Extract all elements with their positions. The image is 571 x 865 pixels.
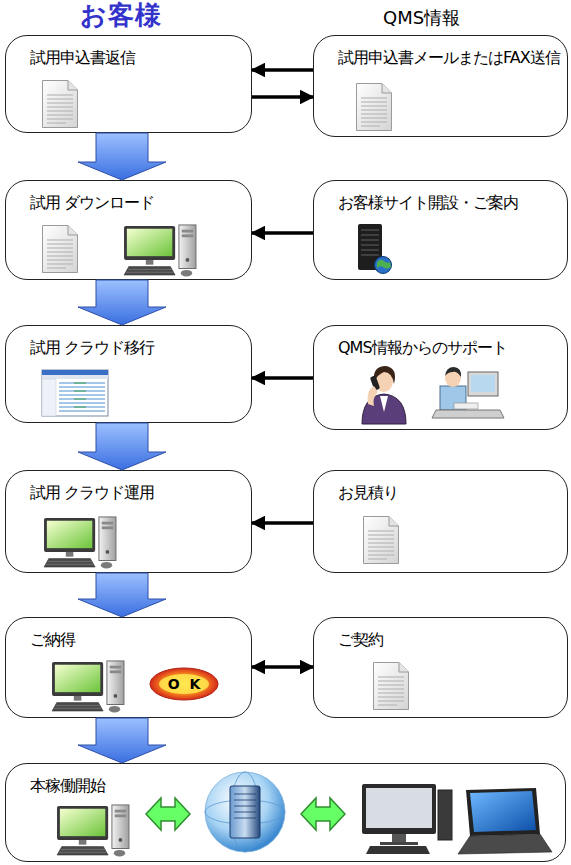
step-arrow [78,573,166,617]
process-box: お客様サイト開設・ご案内 [313,180,568,280]
process-box: 試用 クラウド移行 [5,325,252,423]
box-label: ご契約 [314,618,567,650]
step-arrow [78,718,166,763]
box-label: お客様サイト開設・ご案内 [314,181,567,213]
box-label: ご納得 [6,618,251,650]
box-label: 試用 クラウド移行 [6,326,251,358]
process-box: 試用 クラウド運用 [5,470,252,573]
process-box: ご契約 [313,617,568,718]
flow-arrow [252,521,313,525]
flow-arrow [252,231,313,235]
process-box: 試用 ダウンロード [5,180,252,280]
column-heading: QMS情報 [383,6,503,30]
box-label: 試用 クラウド運用 [6,471,251,503]
flow-arrow [252,376,313,380]
column-heading: お客様 [80,0,180,33]
box-label: お見積り [314,471,567,503]
step-arrow [78,280,166,325]
process-box: QMS情報からのサポート [313,325,568,430]
box-label: 本稼働開始 [6,764,565,796]
box-label: 試用 ダウンロード [6,181,251,213]
ok-badge-text: OK [150,675,218,693]
box-label: QMS情報からのサポート [314,326,567,358]
step-arrow [78,133,166,180]
flow-arrow [252,95,313,99]
process-box: 試用申込書メールまたはFAX送信 [313,35,568,137]
step-arrow [78,423,166,470]
process-box: お見積り [313,470,568,573]
box-label: 試用申込書メールまたはFAX送信 [314,36,567,68]
box-label: 試用申込書返信 [6,36,251,68]
process-box: 試用申込書返信 [5,35,252,133]
flow-arrow [252,68,313,72]
process-box: 本稼働開始 [5,763,566,862]
flow-arrow [252,665,313,669]
process-box: ご納得 [5,617,252,718]
